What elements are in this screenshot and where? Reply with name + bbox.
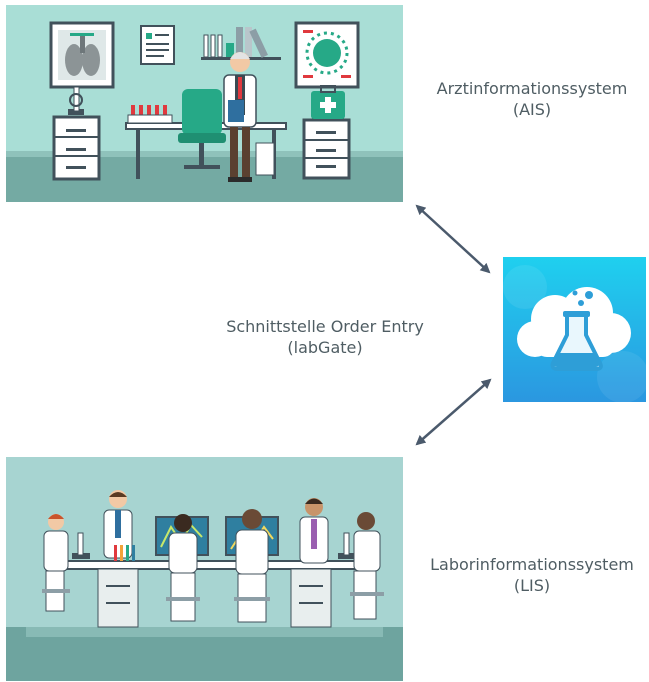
arrow-ais-labgate (415, 204, 491, 274)
doctor-figure (223, 52, 257, 182)
right-cabinet (302, 118, 351, 180)
ais-label-abbr: (AIS) (512, 100, 552, 119)
scientist-4 (234, 509, 270, 623)
laboratory-illustration (6, 457, 403, 681)
scientist-1 (42, 514, 70, 612)
labgate-label: Schnittstelle Order Entry (labGate) (210, 316, 440, 358)
labgate-label-name: Schnittstelle Order Entry (226, 317, 424, 336)
ais-label: Arztinformationssystem (AIS) (415, 78, 649, 120)
document-frame (140, 25, 175, 65)
microscope (68, 86, 84, 115)
lung-xray-frame (49, 21, 115, 89)
lis-label-name: Laborinformationssystem (430, 555, 634, 574)
microscope-1 (72, 532, 90, 559)
scientist-2 (103, 490, 133, 559)
arrow-labgate-lis (415, 378, 492, 446)
virus-frame (294, 21, 360, 89)
scientist-3 (166, 514, 200, 622)
doctor-office-illustration (6, 5, 403, 202)
lis-label: Laborinformationssystem (LIS) (415, 554, 649, 596)
flask-icon (550, 290, 603, 371)
ais-label-name: Arztinformationssystem (436, 79, 628, 98)
scientist-5 (299, 498, 329, 564)
scientist-6 (350, 512, 384, 620)
microscope-2 (338, 532, 356, 559)
first-aid-kit (311, 85, 345, 119)
left-cabinet (52, 115, 101, 181)
lis-label-abbr: (LIS) (513, 576, 551, 595)
labgate-label-abbr: (labGate) (287, 338, 363, 357)
office-chair (178, 89, 226, 169)
cloud-flask-icon (503, 257, 649, 403)
test-tube-rack (114, 545, 135, 561)
